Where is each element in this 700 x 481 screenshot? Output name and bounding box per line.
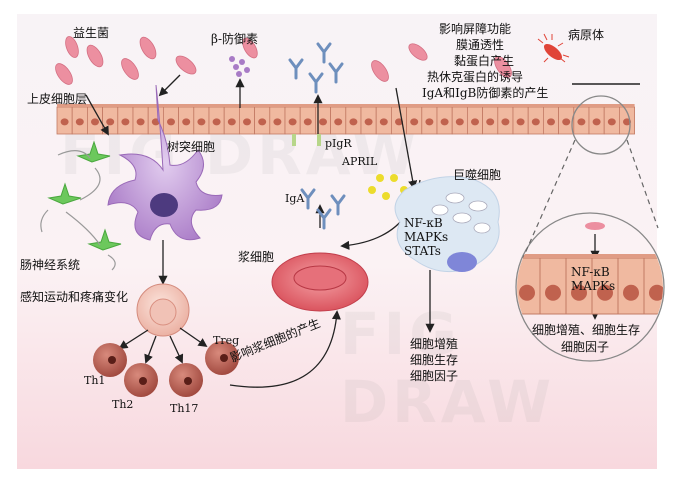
epithelial-nucleus [243,118,251,126]
zoom-epithelial-nucleus [519,284,535,301]
label-probiotics: 益生菌 [73,26,110,40]
label-mac-signal-3: STATs [404,244,441,258]
beta-defensin-molecules [229,56,250,77]
epithelial-nucleus [197,118,206,126]
epithelial-nucleus [288,118,297,126]
label-april: APRIL [342,155,378,168]
epithelial-nucleus [106,118,115,126]
epithelial-nucleus [75,118,84,126]
epithelial-nucleus [455,118,464,126]
label-th17: Th17 [170,402,199,415]
epithelial-nucleus [440,118,449,126]
label-barrier-line-3: 黏蛋白产生 [454,54,515,68]
label-barrier-line-1: 影响屏障功能 [439,22,512,36]
iga-antibodies-top [288,42,344,94]
epithelial-nucleus [379,118,388,126]
label-barrier-line-5: IgA和IgB防御素的产生 [422,86,549,100]
label-zoom-output-2: 细胞因子 [561,340,610,354]
label-mac-output-1: 细胞增殖 [410,337,459,351]
probiotic-bacteria [55,36,512,85]
epithelial-nucleus [319,118,327,126]
label-macrophage: 巨噬细胞 [453,168,502,182]
epithelial-nucleus [531,118,540,126]
pathogen-icon [537,33,570,63]
label-th2: Th2 [112,398,134,411]
epithelial-layer [56,104,636,135]
epithelial-nucleus [212,118,221,126]
epithelial-nucleus [349,118,358,126]
label-sensory-motor: 感知运动和疼痛变化 [20,290,129,304]
epithelial-nucleus [273,118,282,126]
zoom-microvilli [517,254,663,258]
plasma-cell [271,252,369,312]
dendritic-cell [107,84,223,241]
epithelial-nucleus [607,118,616,126]
label-mac-output-3: 细胞因子 [410,369,459,383]
label-iga: IgA [285,192,305,205]
zoom-epithelial-nucleus [545,284,561,301]
epithelial-nucleus [60,118,69,126]
zoom-epithelial-nucleus [623,284,639,301]
epithelial-nucleus [334,118,343,126]
label-dendritic-cell: 树突细胞 [167,140,216,154]
label-beta-defensin: β-防御素 [211,32,258,46]
label-epithelium: 上皮细胞层 [27,92,88,106]
effector-t-cells [93,341,239,397]
label-treg: Treg [213,334,240,347]
epithelial-nucleus [577,118,586,126]
epithelial-nucleus [136,118,145,126]
epithelial-nucleus [501,118,510,126]
epithelial-nucleus [121,118,130,126]
figure-frame [17,14,657,469]
label-mac-signal-2: MAPKs [404,230,449,244]
enteric-neurons [47,140,122,251]
label-mac-output-2: 细胞生存 [410,353,459,367]
zoom-bacterium [585,222,605,230]
epithelial-nucleus [227,118,236,126]
label-pigr: pIgR [325,137,352,150]
label-zoom-output-1: 细胞增殖、细胞生存 [532,323,641,337]
label-zoom-signal-2: MAPKs [571,279,616,293]
macrophage [394,176,500,273]
pigr-receptors [292,134,321,146]
epithelial-nucleus [471,118,479,126]
label-mac-signal-1: NF-κB [404,216,443,230]
zoom-epithelial-nucleus [597,284,613,301]
epithelial-nucleus [395,118,403,126]
microvilli [57,104,635,107]
watermark: FIG DRAW [340,300,556,436]
neuron-links [40,150,116,271]
t-cell-arrows [118,327,208,364]
label-plasma-cell: 浆细胞 [238,250,275,264]
epithelial-nucleus [486,118,495,126]
epithelial-nucleus [91,118,99,126]
epithelial-nucleus [562,118,571,126]
label-barrier-line-4: 热休克蛋白的诱导 [427,70,524,84]
label-barrier-line-2: 膜通透性 [456,38,505,52]
epithelial-nucleus [258,118,267,126]
label-pathogen: 病原体 [568,28,605,42]
label-enteric-nervous: 肠神经系统 [20,258,81,272]
epithelial-nucleus [516,118,525,126]
epithelial-nucleus [303,118,312,126]
iga-antibodies [300,188,346,230]
epithelial-nucleus [592,118,601,126]
zoom-epithelial-nucleus [571,284,587,301]
zoomed-epithelium [517,254,663,315]
label-zoom-signal-1: NF-κB [571,265,610,279]
zoom-callout [515,95,665,362]
zoom-epithelial-nucleus [649,284,663,301]
epithelial-nucleus [547,118,555,126]
naive-t-cell [136,283,190,337]
label-th1: Th1 [84,374,106,387]
epithelial-nucleus [410,118,419,126]
epithelial-nucleus [364,118,373,126]
epithelial-nucleus [182,118,191,126]
epithelial-nucleus [425,118,434,126]
epithelial-nucleus [167,118,175,126]
